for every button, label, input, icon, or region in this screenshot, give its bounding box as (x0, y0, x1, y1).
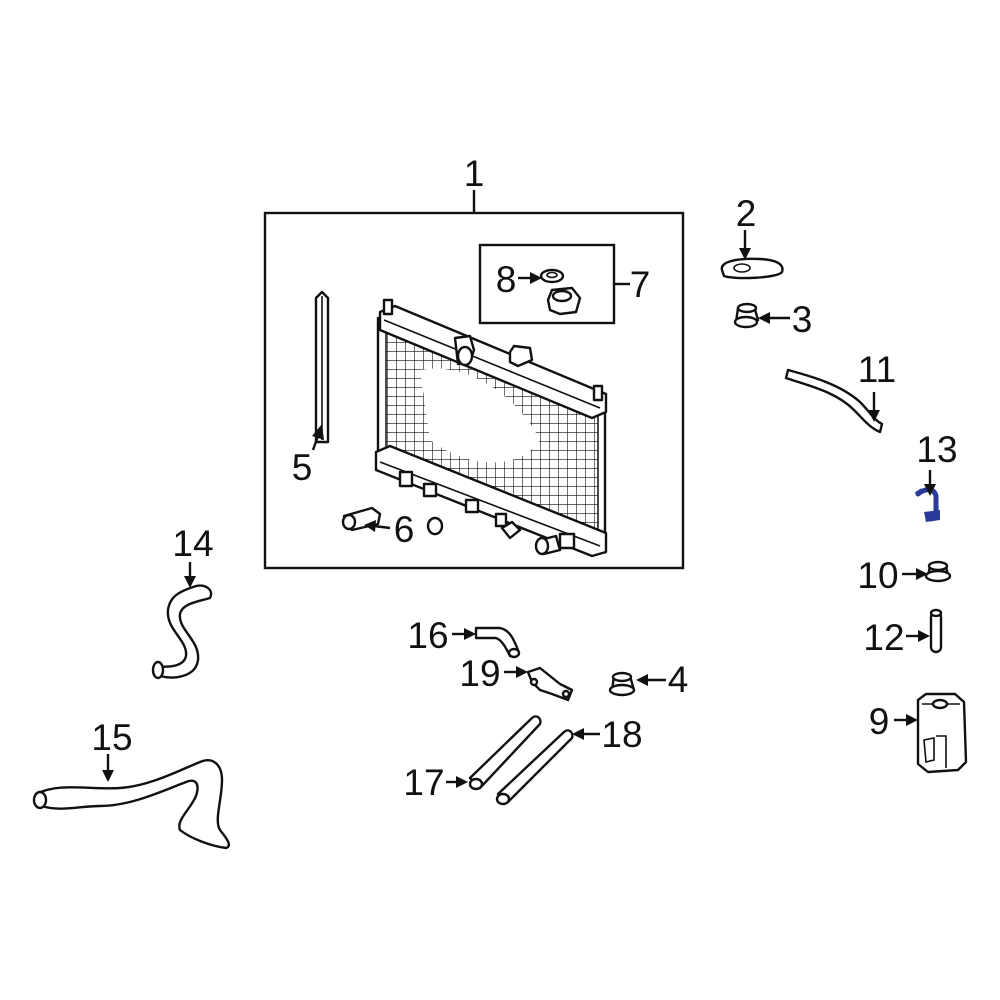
callout-1: 1 (464, 153, 485, 194)
radiator-side-seal-part (314, 290, 330, 444)
atf-hose-part (474, 626, 521, 659)
callout-19: 19 (459, 653, 500, 694)
mount-bracket-part (720, 257, 784, 280)
reservoir-tube-part (929, 608, 943, 654)
callout-17: 17 (403, 762, 444, 803)
coolant-reservoir-part (916, 692, 968, 774)
radiator-cap-part (546, 286, 582, 316)
radiator-assembly-box (263, 190, 685, 570)
drain-plug-oring-part (426, 516, 444, 536)
callout-13: 13 (916, 429, 957, 470)
callout-4: 4 (668, 659, 689, 700)
callout-12: 12 (863, 617, 904, 658)
drain-plug-part (341, 506, 382, 532)
lower-radiator-hose-part (32, 759, 231, 850)
callout-5: 5 (292, 447, 313, 488)
hose-bracket-part (526, 666, 574, 702)
upper-cooler-hose-part (495, 729, 574, 806)
radiator-cap-kit-box (478, 243, 630, 325)
reservoir-hose-part (914, 487, 940, 522)
callout-6: 6 (394, 509, 415, 550)
callout-2: 2 (736, 193, 757, 234)
callout-18: 18 (601, 714, 642, 755)
callout-7: 7 (630, 264, 651, 305)
cap-seal-part (539, 268, 565, 284)
callout-16: 16 (407, 615, 448, 656)
callout-8: 8 (496, 259, 517, 300)
callout-15: 15 (91, 717, 132, 758)
reservoir-cap-part (924, 560, 952, 583)
radiator-core-part (374, 298, 608, 558)
callout-3: 3 (792, 299, 813, 340)
callout-11: 11 (858, 349, 896, 390)
callout-labels: 1 2 3 4 5 6 7 8 9 10 11 12 13 14 15 16 1… (91, 153, 957, 803)
arrows (102, 230, 936, 788)
upper-mount-cushion-part (733, 302, 760, 329)
overflow-tube-part (784, 368, 884, 434)
callout-14: 14 (172, 523, 213, 564)
lower-cooler-hose-part (468, 715, 542, 791)
lower-mount-cushion-part (608, 671, 636, 697)
callout-10: 10 (857, 555, 898, 596)
upper-radiator-hose-part (151, 584, 213, 680)
callout-9: 9 (869, 701, 890, 742)
